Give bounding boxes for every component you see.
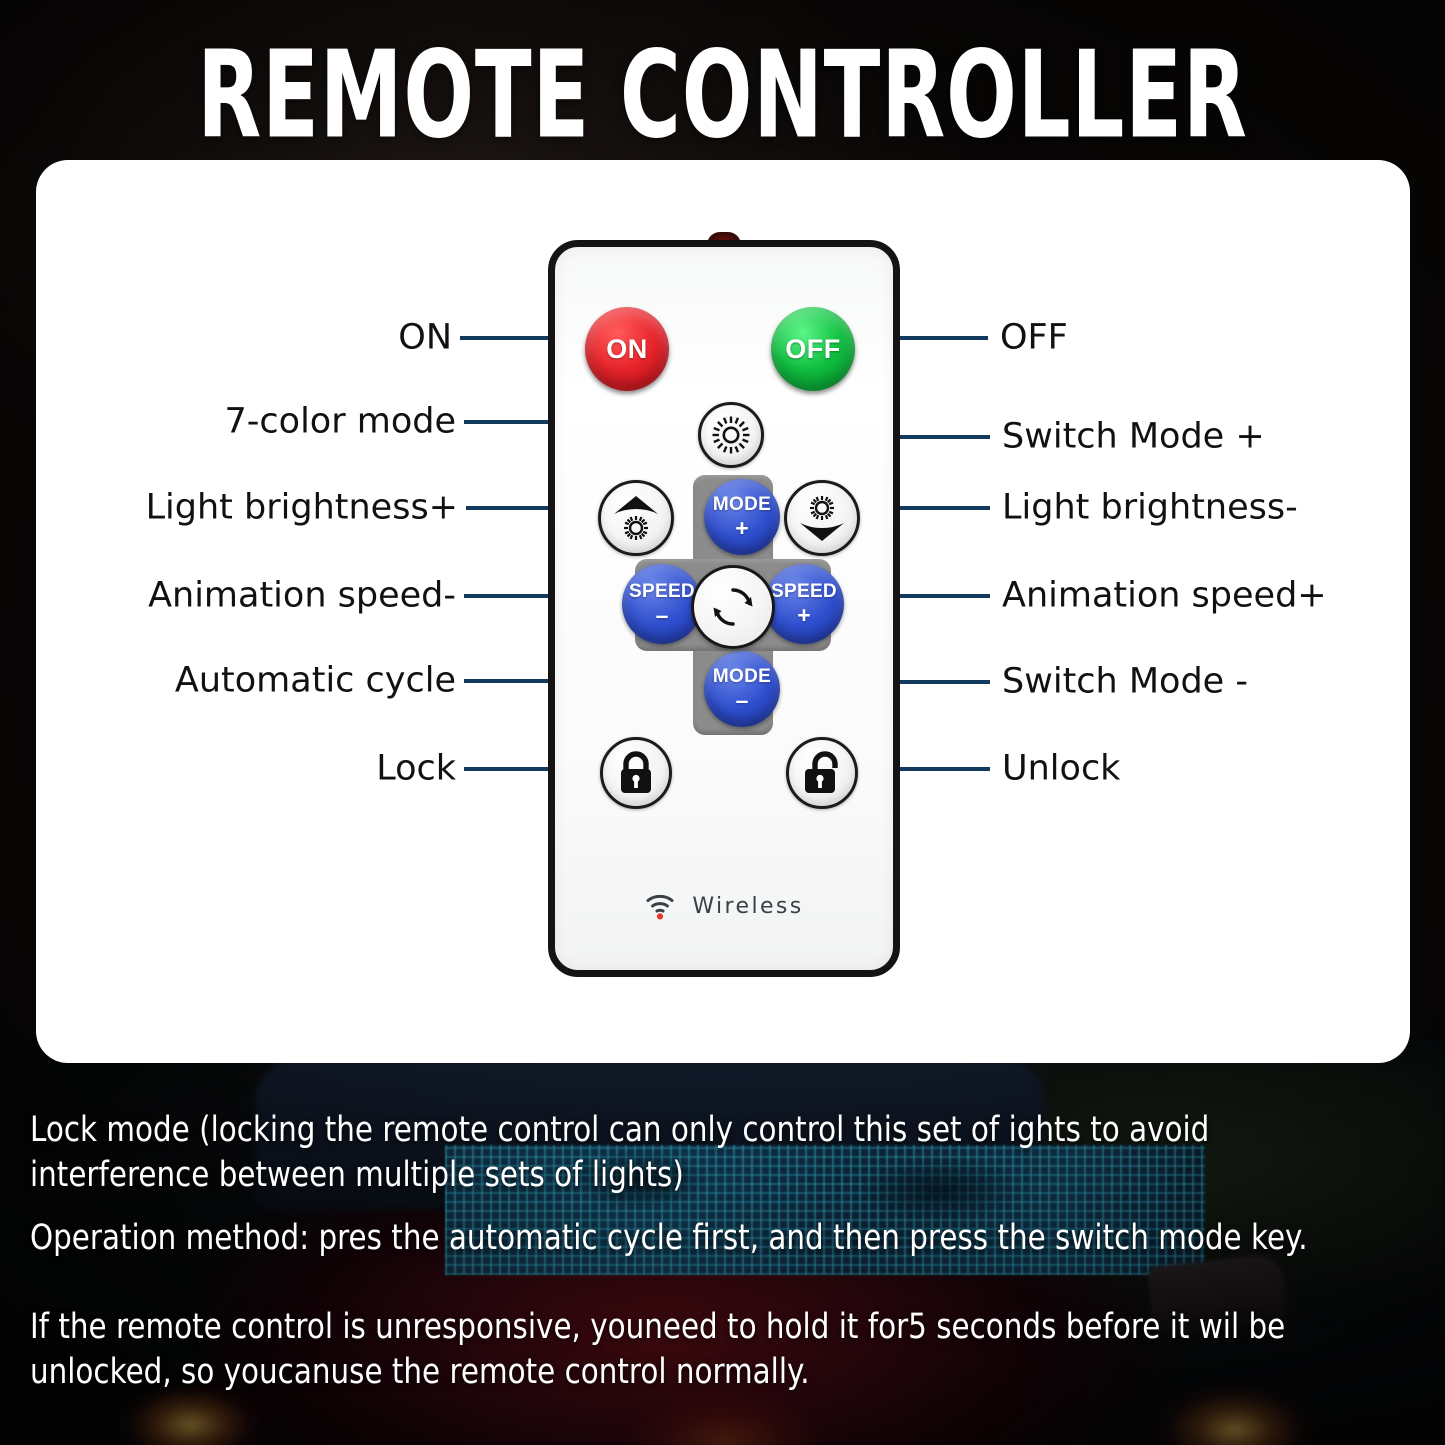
- page-title: REMOTE CONTROLLER: [197, 24, 1248, 166]
- speed-minus-sign: –: [655, 601, 669, 628]
- callout-label-speed-plus: Animation speed+: [1002, 575, 1327, 616]
- callout-label-brightness-down: Light brightness-: [1002, 487, 1298, 528]
- brightness-down-icon: [800, 496, 844, 541]
- switch-mode-minus-button[interactable]: MODE –: [704, 651, 780, 727]
- speed-minus-label: SPEED: [629, 580, 695, 602]
- off-button[interactable]: OFF: [771, 307, 855, 391]
- switch-mode-plus-button[interactable]: MODE +: [704, 479, 780, 555]
- callout-label-switch-mode-minus: Switch Mode -: [1002, 661, 1248, 702]
- callout-label-7color-mode: 7-color mode: [224, 401, 456, 442]
- callout-label-automatic-cycle: Automatic cycle: [174, 660, 456, 701]
- wireless-label: Wireless: [692, 893, 804, 919]
- automatic-cycle-button[interactable]: [691, 565, 775, 649]
- cycle-arrows-icon: [713, 588, 753, 626]
- note-unresponsive: If the remote control is unresponsive, y…: [30, 1307, 1286, 1392]
- seven-color-mode-button[interactable]: [698, 402, 764, 468]
- speed-plus-label: SPEED: [771, 580, 837, 602]
- callout-label-on: ON: [398, 317, 452, 358]
- padlock-open-icon: [805, 751, 838, 793]
- speed-plus-sign: +: [797, 601, 811, 628]
- callout-label-switch-mode-plus: Switch Mode +: [1002, 416, 1265, 457]
- mode-minus-sign: –: [735, 686, 749, 713]
- remote-body: ON OFF: [548, 240, 900, 977]
- padlock-closed-icon: [621, 751, 651, 793]
- unlock-button[interactable]: [786, 737, 858, 809]
- lock-button[interactable]: [600, 737, 672, 809]
- callout-label-unlock: Unlock: [1002, 748, 1121, 789]
- callout-label-brightness-up: Light brightness+: [145, 487, 458, 528]
- animation-speed-minus-button[interactable]: SPEED –: [622, 564, 702, 644]
- brightness-up-icon: [614, 496, 658, 540]
- mode-minus-label: MODE: [712, 665, 772, 687]
- note-lock-mode: Lock mode (locking the remote control ca…: [30, 1110, 1210, 1195]
- mode-plus-label: MODE: [712, 493, 772, 515]
- callout-label-speed-minus: Animation speed-: [148, 575, 456, 616]
- directional-pad: MODE + SPEED – SPEED + MODE –: [622, 475, 844, 735]
- brightness-down-button[interactable]: [784, 480, 860, 556]
- mode-plus-sign: +: [735, 514, 749, 541]
- callout-label-off: OFF: [1000, 317, 1068, 358]
- wireless-footer: Wireless: [555, 892, 893, 920]
- wifi-icon: [644, 892, 676, 920]
- callout-label-lock: Lock: [376, 748, 456, 789]
- sun-icon: [712, 416, 750, 454]
- animation-speed-plus-button[interactable]: SPEED +: [764, 564, 844, 644]
- on-button[interactable]: ON: [585, 307, 669, 391]
- remote-control: ON OFF: [548, 232, 900, 977]
- brightness-up-button[interactable]: [598, 480, 674, 556]
- note-operation-method: Operation method: pres the automatic cyc…: [30, 1218, 1308, 1258]
